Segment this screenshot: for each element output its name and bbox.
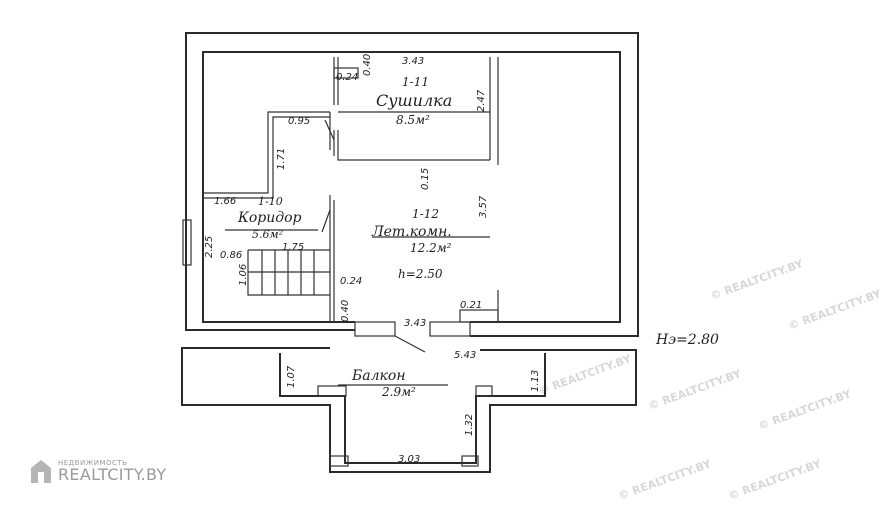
balcony-post-right xyxy=(475,385,493,397)
corridor-area: 5.6м² xyxy=(252,228,283,241)
outer-walls xyxy=(182,32,639,337)
balcony-inner xyxy=(279,353,546,464)
drying-bottom-wall xyxy=(337,130,490,161)
summer-height: h=2.50 xyxy=(398,267,443,281)
drying-number: 1-11 xyxy=(402,75,429,89)
dim-015: 0.15 xyxy=(420,168,431,190)
dim-024-top: 0.24 xyxy=(336,72,358,83)
corridor-name: Коридор xyxy=(237,210,302,226)
dim-166: 1.66 xyxy=(214,196,236,207)
summer-number: 1-12 xyxy=(412,207,439,221)
inner-wall-line xyxy=(202,51,621,323)
corridor-top-wall xyxy=(203,111,330,194)
dim-225: 2.25 xyxy=(204,236,215,258)
drying-wall-stub xyxy=(333,67,359,79)
dim-247: 2.47 xyxy=(476,89,487,112)
summer-area: 12.2м² xyxy=(410,241,452,255)
balcony-area: 2.9м² xyxy=(381,385,416,399)
dim-040-mid: 0.40 xyxy=(340,300,351,322)
watermark-4: © REALTCITY.BY xyxy=(647,367,744,413)
dim-543: 5.43 xyxy=(454,350,476,361)
balcony-outer xyxy=(181,347,637,473)
bottom-door-left-jamb xyxy=(354,321,396,337)
balcony-post-left xyxy=(317,385,347,397)
watermark-6: © REALTCITY.BY xyxy=(617,457,714,503)
drying-name: Сушилка xyxy=(376,91,452,110)
watermark-3: © REALTCITY.BY xyxy=(537,352,634,398)
watermark-2: © REALTCITY.BY xyxy=(787,287,884,333)
watermark-big-text: REALTCITY.BY xyxy=(58,465,167,484)
dim-343-bottom: 3.43 xyxy=(404,318,426,329)
balcony-corner-right xyxy=(461,455,479,467)
dim-113: 1.13 xyxy=(530,370,541,392)
corridor-number: 1-10 xyxy=(258,195,283,208)
balcony-corner-left xyxy=(329,455,349,467)
balcony-walls xyxy=(181,347,637,473)
interior-walls xyxy=(203,57,499,353)
dim-343-top: 3.43 xyxy=(402,56,424,67)
watermark-small-text: НЕДВИЖИМОСТЬ xyxy=(58,459,128,467)
dim-040-top: 0.40 xyxy=(362,54,373,76)
drying-area: 8.5м² xyxy=(396,113,430,127)
floor-height-label: Hэ=2.80 xyxy=(655,332,719,348)
summer-stub-box xyxy=(459,309,499,323)
dimension-lines xyxy=(225,111,490,386)
dim-106: 1.06 xyxy=(238,264,249,286)
left-window xyxy=(182,219,192,266)
dim-132: 1.32 xyxy=(464,414,475,436)
corridor-top-wall-2 xyxy=(203,116,330,199)
watermark-1: © REALTCITY.BY xyxy=(709,257,806,303)
bottom-door-right-jamb xyxy=(429,321,471,337)
house-logo-icon xyxy=(31,460,51,483)
stair-outline xyxy=(247,250,330,296)
dim-086: 0.86 xyxy=(220,250,242,261)
dim-024-mid: 0.24 xyxy=(340,276,362,287)
staircase xyxy=(247,249,330,296)
outer-wall-main xyxy=(185,32,639,337)
dim-021: 0.21 xyxy=(460,300,482,311)
dim-171: 1.71 xyxy=(276,148,287,170)
dim-107: 1.07 xyxy=(286,365,297,388)
corridor-door-swing xyxy=(321,209,331,233)
watermark-logo: НЕДВИЖИМОСТЬ REALTCITY.BY xyxy=(30,458,166,484)
watermark-group: © REALTCITY.BY © REALTCITY.BY © REALTCIT… xyxy=(537,257,884,503)
watermark-7: © REALTCITY.BY xyxy=(727,457,824,503)
dim-303: 3.03 xyxy=(398,454,420,465)
bottom-door-swing xyxy=(394,335,426,353)
dim-357: 3.57 xyxy=(478,195,489,218)
watermark-5: © REALTCITY.BY xyxy=(757,387,854,433)
balcony-name: Балкон xyxy=(351,368,406,384)
dim-095: 0.95 xyxy=(288,116,310,127)
summer-name: Лет.комн. xyxy=(371,224,452,240)
dim-175: 1.75 xyxy=(282,242,304,253)
